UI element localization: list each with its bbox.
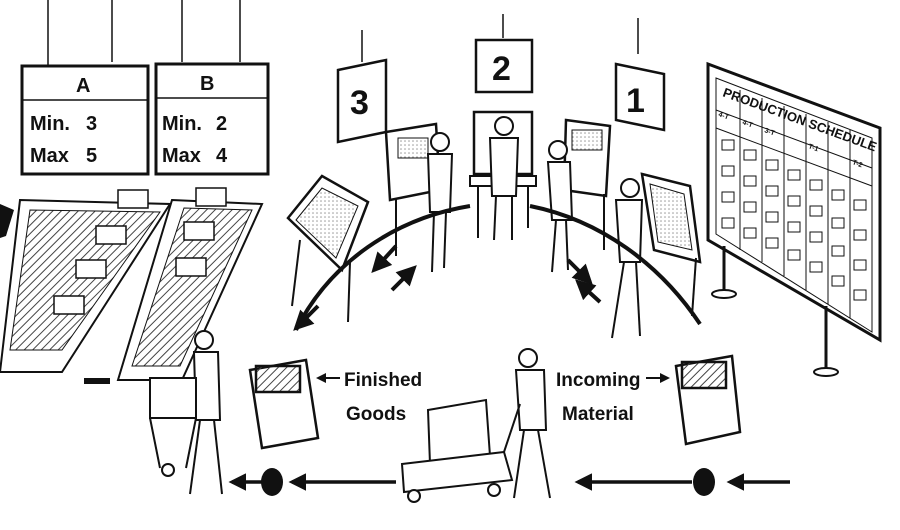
workstation-center-left	[384, 122, 442, 256]
sign-b-max-value: 4	[216, 145, 228, 167]
sign-b-min-value: 2	[216, 113, 227, 135]
left-cart	[149, 377, 197, 477]
board-header-1: 4-T	[717, 111, 730, 121]
workstation-left	[286, 174, 370, 323]
station-sign-2-number: 2	[492, 50, 511, 88]
conveyor-lines	[0, 187, 264, 384]
finished-goods-line-2: Goods	[346, 404, 406, 425]
finished-goods-label: Finished Goods	[316, 370, 422, 425]
incoming-material-line-1: Incoming	[556, 370, 640, 391]
sign-a-min-value: 3	[86, 113, 97, 135]
production-schedule-board: PRODUCTION SCHEDULE 4-T 4-T 3-T T-1 T-2	[706, 61, 882, 377]
schedule-card-slots	[721, 139, 867, 301]
board-header-5: T-2	[851, 159, 863, 169]
sign-a-min-label: Min.	[30, 113, 70, 135]
board-header-4: T-1	[807, 143, 819, 153]
station-sign-3: 3	[336, 30, 388, 144]
board-header-3: 3-T	[763, 127, 776, 137]
workstation-right	[640, 172, 702, 317]
kanban-sign-b: B Min. 2 Max 4	[154, 0, 270, 176]
flow-arcs	[293, 204, 702, 331]
worker-figures	[189, 116, 644, 499]
conveyor-containers	[53, 187, 227, 315]
sign-b-title: B	[200, 73, 214, 95]
station-sign-3-number: 3	[350, 84, 369, 122]
sign-b-max-label: Max	[162, 145, 201, 167]
sign-b-min-label: Min.	[162, 113, 202, 135]
finished-goods-line-1: Finished	[344, 370, 422, 391]
incoming-material-line-2: Material	[562, 404, 634, 425]
center-cart	[400, 398, 521, 503]
station-sign-2: 2	[474, 14, 534, 94]
kanban-sign-a: A Min. 3 Max 5	[20, 0, 150, 176]
kanban-post-markers	[261, 468, 715, 496]
finished-goods-bin	[248, 358, 320, 450]
station-sign-1: 1	[614, 18, 666, 132]
incoming-material-label: Incoming Material	[556, 370, 670, 425]
station-sign-1-number: 1	[626, 82, 645, 120]
schedule-grid	[715, 90, 873, 318]
board-header-2: 4-T	[741, 119, 754, 129]
sign-a-max-value: 5	[86, 145, 97, 167]
sign-a-max-label: Max	[30, 145, 69, 167]
sign-a-title: A	[76, 75, 90, 97]
incoming-material-bin	[674, 354, 742, 446]
